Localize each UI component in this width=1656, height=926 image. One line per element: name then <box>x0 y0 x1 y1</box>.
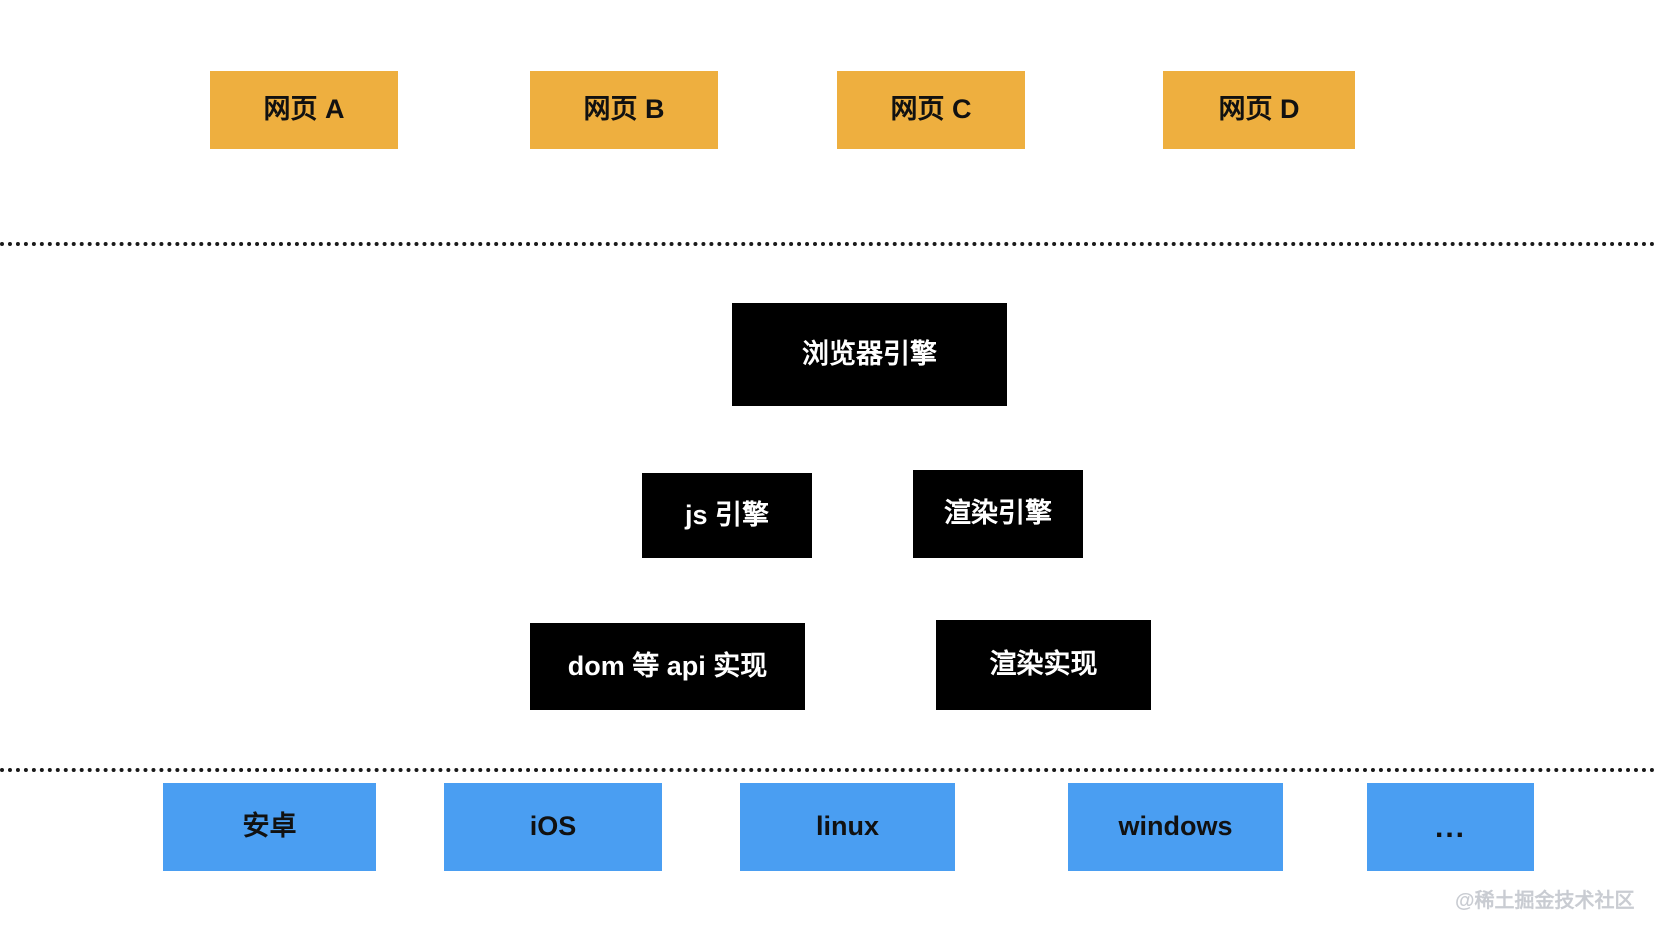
js-engine-box: js 引擎 <box>642 473 812 558</box>
os-box-windows: windows <box>1068 783 1283 871</box>
divider-top <box>0 242 1656 246</box>
os-box-more-label: ... <box>1434 810 1466 844</box>
os-box-more: ... <box>1367 783 1534 871</box>
render-engine-box: 渲染引擎 <box>913 470 1083 558</box>
dom-api-impl-box: dom 等 api 实现 <box>530 623 805 710</box>
render-engine-label: 渲染引擎 <box>944 498 1052 529</box>
divider-bottom <box>0 768 1656 772</box>
render-impl-label: 渲染实现 <box>989 649 1098 680</box>
os-box-windows-label: windows <box>1118 811 1233 842</box>
browser-engine-label: 浏览器引擎 <box>802 338 937 369</box>
js-engine-label: js 引擎 <box>684 499 770 530</box>
webpage-box-c: 网页 C <box>837 71 1025 149</box>
os-box-ios-label: iOS <box>529 811 577 842</box>
webpage-box-a: 网页 A <box>210 71 398 149</box>
os-box-linux: linux <box>740 783 955 871</box>
os-box-ios: iOS <box>444 783 662 871</box>
webpage-box-d-label: 网页 D <box>1218 94 1300 125</box>
browser-engine-box: 浏览器引擎 <box>732 303 1007 406</box>
watermark: @稀土掘金技术社区 <box>1455 890 1635 912</box>
webpage-box-c-label: 网页 C <box>890 94 972 125</box>
os-box-android: 安卓 <box>163 783 376 871</box>
webpage-box-a-label: 网页 A <box>263 94 345 125</box>
dom-api-impl-label: dom 等 api 实现 <box>567 650 768 681</box>
os-box-android-label: 安卓 <box>242 811 297 842</box>
os-box-linux-label: linux <box>815 811 879 842</box>
render-impl-box: 渲染实现 <box>936 620 1151 710</box>
webpage-box-b: 网页 B <box>530 71 718 149</box>
webpage-box-b-label: 网页 B <box>583 94 665 125</box>
webpage-box-d: 网页 D <box>1163 71 1355 149</box>
